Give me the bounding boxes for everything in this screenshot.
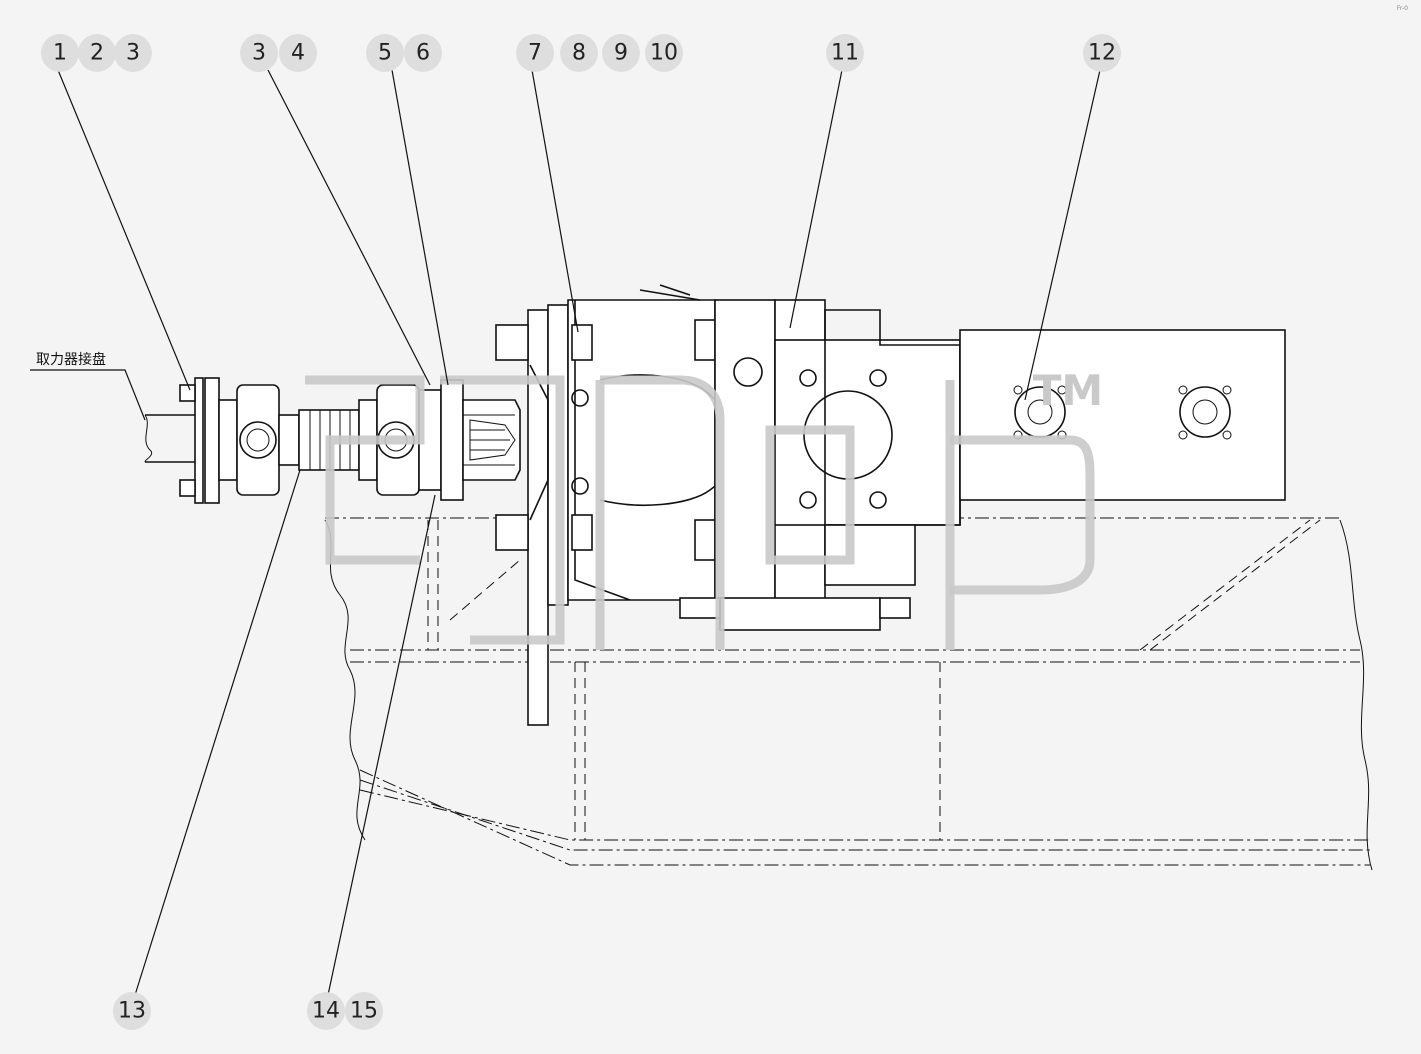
svg-text:3: 3: [252, 41, 266, 66]
callout-4[interactable]: 4: [279, 34, 317, 72]
svg-text:6: 6: [416, 41, 430, 66]
svg-text:9: 9: [614, 41, 628, 66]
pto-flange-shaft: [144, 377, 220, 504]
callout-6[interactable]: 6: [404, 34, 442, 72]
callout-7[interactable]: 7: [516, 34, 554, 72]
svg-text:7: 7: [528, 41, 542, 66]
pto-flange-label: 取力器接盘: [36, 351, 106, 368]
callouts-top: 1 2 3 3 4 5 6 7: [41, 34, 1121, 72]
callout-2[interactable]: 2: [78, 34, 116, 72]
svg-text:10: 10: [650, 41, 678, 66]
callout-15[interactable]: 15: [345, 992, 383, 1030]
callout-3a[interactable]: 3: [114, 34, 152, 72]
leader-lines: [30, 69, 1101, 996]
svg-text:5: 5: [378, 41, 392, 66]
svg-text:1: 1: [53, 41, 67, 66]
callouts-bottom: 13 14 15: [113, 992, 383, 1030]
svg-text:11: 11: [831, 41, 859, 66]
watermark-logo: TM: [305, 366, 1103, 650]
callout-10[interactable]: 10: [645, 34, 683, 72]
svg-text:2: 2: [90, 41, 104, 66]
callout-3b[interactable]: 3: [240, 34, 278, 72]
corner-mark: Fr-0: [1397, 5, 1408, 12]
svg-text:3: 3: [126, 41, 140, 66]
callout-11[interactable]: 11: [826, 34, 864, 72]
end-block: [959, 329, 1286, 501]
callout-8[interactable]: 8: [560, 34, 598, 72]
svg-text:4: 4: [291, 41, 305, 66]
hydraulic-pump: [567, 284, 734, 601]
svg-text:15: 15: [350, 999, 378, 1024]
callout-9[interactable]: 9: [602, 34, 640, 72]
svg-text:13: 13: [118, 999, 146, 1024]
svg-text:14: 14: [312, 999, 340, 1024]
callout-14[interactable]: 14: [307, 992, 345, 1030]
callout-5[interactable]: 5: [366, 34, 404, 72]
svg-text:12: 12: [1088, 41, 1116, 66]
coupling: [462, 399, 521, 481]
svg-text:8: 8: [572, 41, 586, 66]
callout-12[interactable]: 12: [1083, 34, 1121, 72]
callout-1[interactable]: 1: [41, 34, 79, 72]
watermark-tm: TM: [1033, 366, 1103, 415]
callout-13[interactable]: 13: [113, 992, 151, 1030]
